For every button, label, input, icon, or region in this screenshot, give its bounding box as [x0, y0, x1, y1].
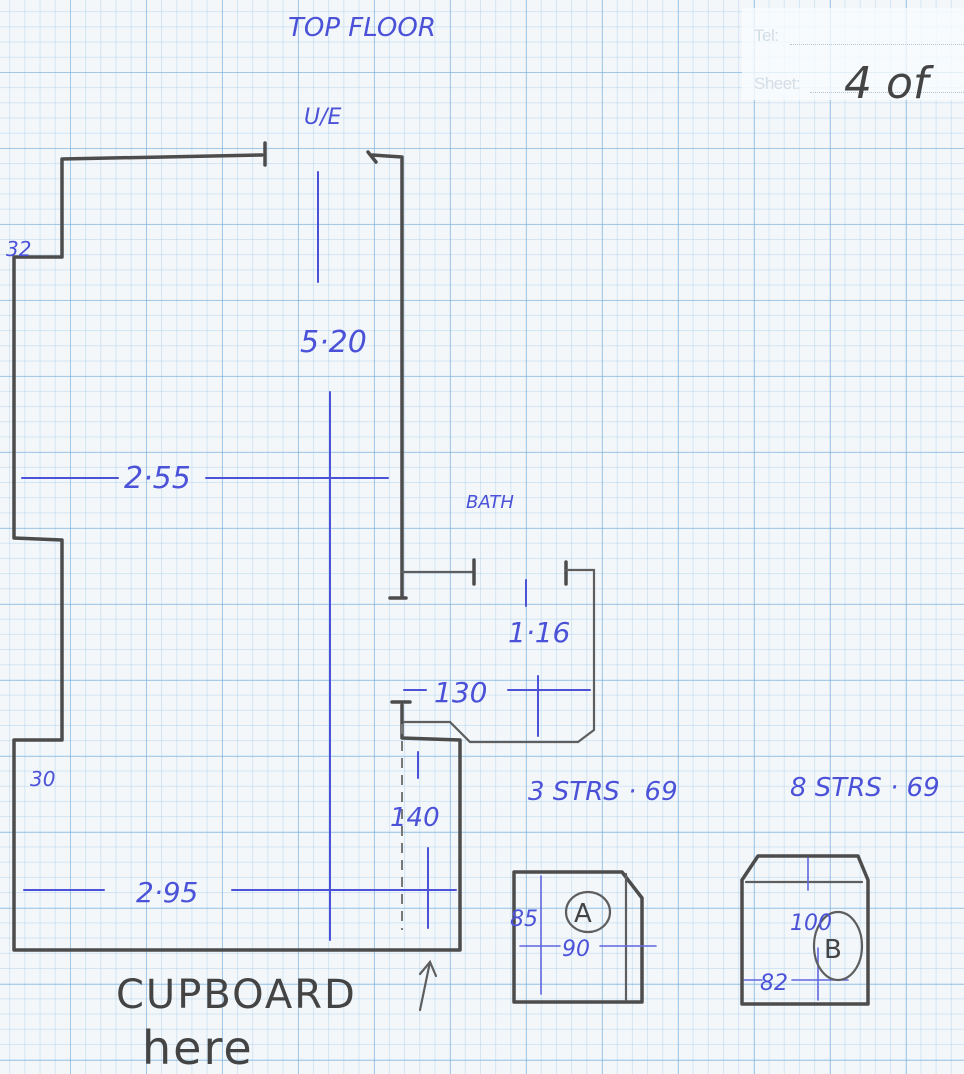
bath-walls [400, 558, 596, 744]
stairs-b-box [740, 854, 870, 1006]
dim-main-length: 5·20 [300, 325, 367, 360]
sheet-label: Sheet: [754, 74, 801, 93]
main-room-walls [12, 141, 462, 952]
stairs-b-note: 8 STRS · 69 [790, 773, 940, 803]
title-block: Tel: Sheet: [742, 8, 964, 100]
cupboard-arrow [418, 959, 438, 1012]
stairs-a-note: 3 STRS · 69 [528, 777, 678, 807]
cupboard-note-line1: CUPBOARD [116, 972, 357, 1018]
stairs-b-depth: 100 [790, 911, 832, 936]
bath-label: BATH [466, 492, 514, 513]
stairs-a-box [512, 870, 644, 1004]
stairs-b-marker: B [824, 935, 842, 965]
cupboard-note-line2: here [142, 1021, 254, 1074]
tel-field-line [790, 44, 964, 45]
sheet-field-line [810, 92, 964, 93]
dim-cupboard-depth: 140 [390, 803, 440, 833]
stairs-a-width: 90 [562, 937, 590, 962]
dim-bath-depth: 1·16 [508, 616, 570, 649]
stairs-b-width: 82 [760, 971, 788, 996]
dim-lower-width: 2·95 [136, 876, 198, 909]
plan-title: TOP FLOOR [288, 13, 436, 43]
tel-label: Tel: [754, 26, 779, 45]
dim-left-offset-bottom: 30 [30, 767, 55, 791]
main-room-label: U/E [304, 105, 342, 130]
stairs-a-depth: 85 [510, 907, 538, 932]
sheet-value: 4 of [844, 58, 935, 109]
stairs-a-marker: A [574, 899, 592, 929]
stairs-b-marker-circle [812, 910, 864, 982]
dim-left-offset-top: 32 [6, 237, 31, 261]
stairs-a-marker-circle [564, 890, 612, 934]
dim-main-width: 2·55 [124, 461, 191, 496]
dim-bath-width: 130 [434, 676, 487, 709]
